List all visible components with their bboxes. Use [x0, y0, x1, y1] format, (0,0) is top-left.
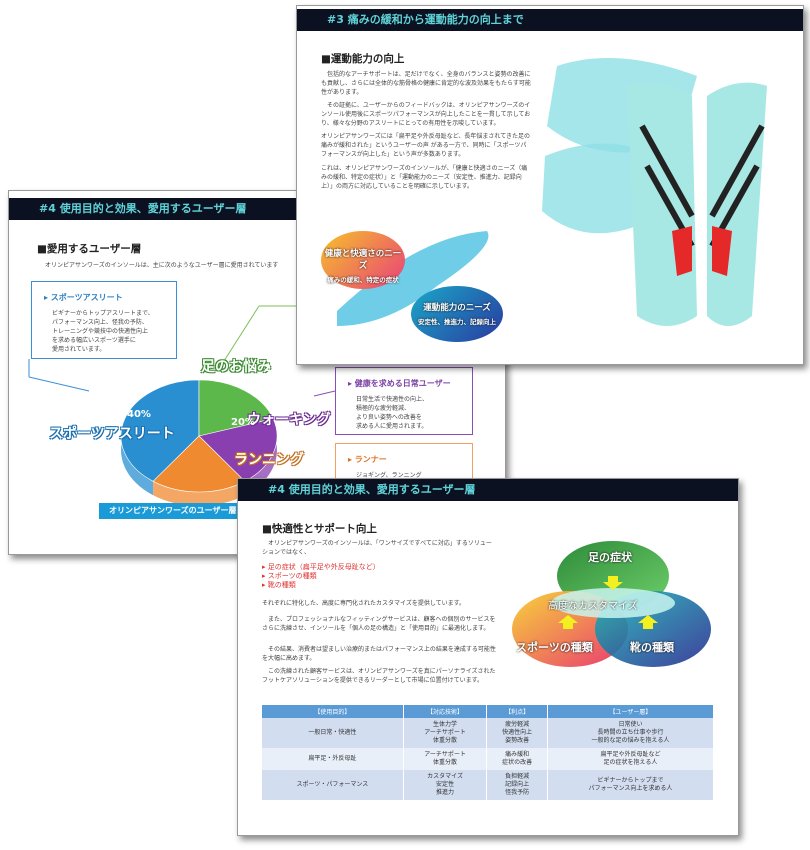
- slide-heading: ■運動能力の向上: [321, 53, 405, 65]
- box-body: ビギナーからトップアスリートまで、 パフォーマンス向上、怪我の予防、 トレーニン…: [52, 310, 154, 353]
- column-header: 【利点】: [486, 705, 548, 718]
- table-cell: 痛み緩和 症状の改善: [486, 748, 548, 770]
- box-title: ▸ スポーツアスリート: [44, 293, 123, 302]
- table-cell: アーチサポート 体重分散: [403, 748, 488, 770]
- shoe-insole-illustration: [337, 58, 767, 327]
- bubble-subtitle: 痛みの緩和、特定の症状: [327, 276, 399, 284]
- customization-list: ▸ 足の症状（扁平足や外反母趾など） ▸ スポーツの種類 ▸ 靴の種類: [262, 563, 380, 590]
- table-cell: 生体力学 アーチサポート 体重分散: [403, 718, 488, 748]
- paragraph: また、プロフェッショナルなフィッティングサービスは、顧客への個別のサービスをさら…: [262, 616, 496, 632]
- list-item: ▸ スポーツの種類: [262, 572, 317, 580]
- venn-label-shoe: 靴の種類: [630, 641, 674, 654]
- label-foot: 足のお悩み: [201, 359, 271, 375]
- list-item: ▸ 足の症状（扁平足や外反母趾など）: [262, 563, 380, 571]
- column-header: 【ユーザー層】: [547, 705, 715, 718]
- venn-label-foot: 足の症状: [588, 551, 632, 564]
- bubble-performance-needs: 運動能力のニーズ 安定性、推進力、記録向上: [411, 286, 503, 342]
- venn-diagram: [512, 541, 711, 667]
- table-row: スポーツ・パフォーマンスカスタマイズ 安定性 推進力負担軽減 記録向上 怪我予防…: [262, 770, 715, 800]
- pie-value-label: 40%: [127, 409, 151, 420]
- paragraph: その証拠に、ユーザーからのフィードバックは、オリンピアサンワーズのインソール使用…: [321, 102, 531, 127]
- list-item: ▸ 靴の種類: [262, 581, 296, 589]
- label-walking: ウォーキング: [247, 412, 331, 428]
- table-cell: 負担軽減 記録向上 怪我予防: [486, 770, 548, 800]
- box-title: ▸ ランナー: [348, 455, 387, 464]
- table-cell: 疲労軽減 快適性向上 姿勢改善: [486, 718, 548, 748]
- venn-label-center: 高度なカスタマイズ: [548, 601, 638, 612]
- table-cell: カスタマイズ 安定性 推進力: [403, 770, 488, 800]
- pie-slice-side: [153, 481, 245, 506]
- box-body: 日常生活で快適性の向上、 積極的な疲労軽減、 より良い姿勢への改善を 求める人に…: [356, 396, 429, 430]
- paragraph: それぞれに特化した、高度に専門化されたカスタマイズを提供しています。: [262, 600, 466, 607]
- box-body: ジョギング、ランニング: [356, 472, 422, 479]
- table-cell: 扁平足・外反母趾: [262, 748, 404, 770]
- bubble-subtitle: 安定性、推進力、記録向上: [418, 318, 496, 326]
- slide-header: #4 使用目的と効果、愛用するユーザー層: [238, 479, 738, 501]
- slide-performance: #3 痛みの緩和から運動能力の向上まで ■運動能力の向上 包括的なアーチサポート…: [296, 5, 804, 365]
- intro-text: オリンピアサンワーズのインソールは、主に次のようなユーザー層に愛用されています: [45, 262, 279, 269]
- paragraph: この洗練された顧客サービスは、オリンピアサンワーズを真にパーソナライズされたフッ…: [262, 668, 496, 684]
- table-cell: ビギナーからトップまで パフォーマンス向上を求める人: [547, 770, 715, 800]
- box-daily-user: ▸ 健康を求める日常ユーザー 日常生活で快適性の向上、 積極的な疲労軽減、 より…: [335, 367, 473, 435]
- box-sports-athlete: ▸ スポーツアスリート ビギナーからトップアスリートまで、 パフォーマンス向上、…: [31, 281, 177, 359]
- table-cell: スポーツ・パフォーマンス: [262, 770, 404, 800]
- bubble-title: 健康と快適さのニーズ: [324, 249, 402, 271]
- paragraph: その結果、消費者は望ましい治療的またはパフォーマンス上の結果を達成する可能性を大…: [262, 646, 496, 662]
- pie-value-label: 20%: [264, 363, 288, 374]
- table-cell: 日常使い 長時間の立ち仕事や歩行 一般的な足の悩みを抱える人: [547, 718, 715, 748]
- table-cell: 一般日常・快適性: [262, 718, 404, 748]
- paragraph: これは、オリンピアサンワーズのインソールが、「健康と快適さのニーズ（痛みの緩和、…: [321, 165, 528, 190]
- pie-slice: [198, 379, 274, 437]
- bubble-health-needs: 健康と快適さのニーズ 痛みの緩和、特定の症状: [321, 231, 405, 289]
- table-row: 一般日常・快適性生体力学 アーチサポート 体重分散疲労軽減 快適性向上 姿勢改善…: [262, 718, 715, 748]
- bubble-title: 運動能力のニーズ: [423, 303, 491, 313]
- pie-value-label: 20%: [231, 417, 255, 428]
- label-running: ランニング: [234, 452, 304, 468]
- box-title: ▸ 健康を求める日常ユーザー: [348, 379, 451, 388]
- label-sports: スポーツアスリート: [49, 426, 175, 442]
- column-header: 【対応技術】: [403, 705, 488, 718]
- venn-label-sport: スポーツの種類: [516, 641, 593, 654]
- column-header: 【使用目的】: [262, 705, 404, 718]
- usage-table: 【使用目的】 【対応技術】 【利点】 【ユーザー層】 一般日常・快適性生体力学 …: [262, 705, 715, 800]
- slide-heading: ■愛用するユーザー層: [37, 243, 142, 255]
- slide-comfort-support: #4 使用目的と効果、愛用するユーザー層 ■快適性とサポート向上 オリンピアサン…: [237, 478, 739, 836]
- chart-caption: オリンピアサンワーズのユーザー層: [99, 503, 279, 519]
- slide-header: #3 痛みの緩和から運動能力の向上まで: [297, 9, 803, 31]
- intro-text: オリンピアサンワーズのインソールは、「ワンサイズですべてに対応」するソリューショ…: [262, 540, 492, 556]
- table-row: 扁平足・外反母趾アーチサポート 体重分散痛み緩和 症状の改善扁平足や外反母趾など…: [262, 748, 715, 770]
- pie-slice: [120, 379, 200, 482]
- paragraph: 包括的なアーチサポートは、足だけでなく、全身のバランスと姿勢の改善にも貢献し、さ…: [321, 71, 531, 96]
- table-cell: 扁平足や外反母趾など 足の症状を抱える人: [547, 748, 715, 770]
- pie-chart: [28, 305, 336, 506]
- paragraph: オリンピアサンワーズには「扁平足や外反母趾など、長年悩まされてきた足の痛みが緩和…: [321, 133, 531, 158]
- pie-value-label: 20%: [177, 343, 201, 354]
- slide-heading: ■快適性とサポート向上: [262, 523, 377, 535]
